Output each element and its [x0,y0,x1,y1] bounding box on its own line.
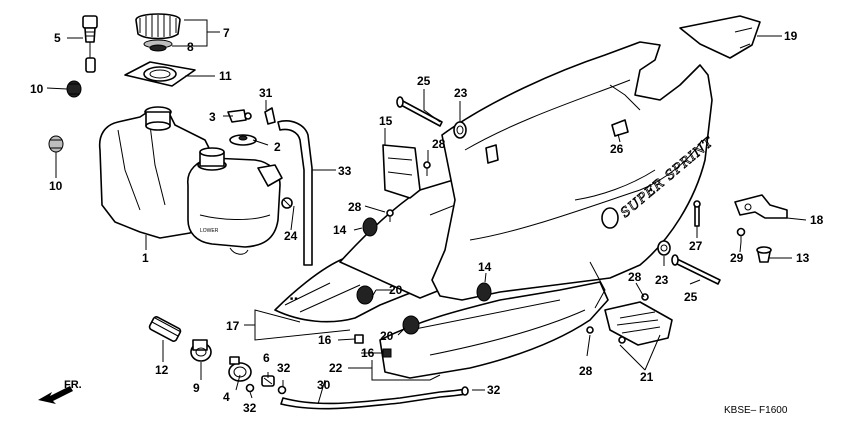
callout-16-left: 16 [318,333,332,347]
diagram-code: KBSE– F1600 [724,405,788,416]
front-direction-label: FR. [64,379,82,391]
callout-6: 6 [263,351,270,365]
screw-28b [386,209,394,222]
callout-22: 22 [329,361,343,375]
clip-16b [382,348,392,358]
oil-tank [98,106,216,239]
callout-28-right: 28 [628,270,642,284]
front-direction-indicator: FR. [38,379,82,404]
callout-19: 19 [784,29,798,43]
callout-28-lower: 28 [579,364,593,378]
callout-23-lower: 23 [655,273,669,287]
callout-2: 2 [274,140,281,154]
grommet-20a [356,285,374,305]
tank-strainer [124,61,196,87]
callout-3: 3 [209,110,216,124]
bolt-25-lower [671,254,721,285]
nut-13 [756,246,772,263]
clip-26 [611,119,629,137]
rear-piece-19 [679,15,761,59]
bolt-24 [281,197,293,209]
callout-25-lower: 25 [684,290,698,304]
washer-32b [277,385,287,395]
collar-23-lower [657,240,671,256]
callout-14-right: 14 [478,260,492,274]
callout-11: 11 [219,69,232,83]
callout-23-upper: 23 [454,86,468,100]
callout-4: 4 [223,390,230,404]
callout-24: 24 [284,229,298,243]
callout-17: 17 [226,319,240,333]
screw-28d [586,326,594,334]
callout-10-upper: 10 [30,82,44,96]
joint-9 [190,339,212,362]
vent-cover-21 [604,301,673,346]
reservoir-cap [229,134,257,146]
callout-33: 33 [338,164,352,178]
callout-21: 21 [640,370,654,384]
callout-18: 18 [810,213,824,227]
callout-20-lower: 20 [380,329,394,343]
svg-text:■ ■: ■ ■ [290,296,297,302]
callout-31: 31 [259,86,273,100]
callout-27: 27 [689,239,703,253]
callout-10-lower: 10 [49,179,63,193]
lower-side-cover [379,261,609,379]
callout-28-mid: 28 [348,200,362,214]
callout-numbers: 1 2 3 4 5 6 7 8 9 10 10 11 12 13 14 14 1… [30,26,824,415]
washer-32a [245,383,255,393]
grommet-14a [362,217,378,237]
breather-hose [277,120,313,266]
bracket-15 [382,144,421,199]
callout-9: 9 [193,381,200,395]
bolt-27 [693,200,701,227]
callout-29: 29 [730,251,744,265]
screw-29 [736,227,746,242]
bolt-25-upper [396,96,443,127]
callout-32-a: 32 [243,401,257,415]
clip-16a [354,334,364,344]
callout-1: 1 [142,251,149,265]
level-sensor [82,15,98,73]
callout-12: 12 [155,363,169,377]
callout-26: 26 [610,142,624,156]
bracket-18 [734,194,788,219]
callout-13: 13 [796,251,810,265]
grommet-upper [66,80,82,98]
collar-23-upper [453,121,467,139]
callout-14-left: 14 [333,223,347,237]
clip-31 [264,107,276,125]
callout-15: 15 [379,114,393,128]
callout-28-upper: 28 [432,137,446,151]
callout-32-b: 32 [277,361,291,375]
grommet-20b [402,315,420,335]
leader-lines [46,19,807,405]
grommet-14b [476,282,492,302]
filter-12 [148,316,182,342]
oil-hose [280,386,469,410]
callout-25-upper: 25 [417,74,431,88]
hose-clip [227,109,252,123]
callout-20-upper: 20 [389,283,403,297]
front-arrow-icon [38,386,73,404]
reservoir-tank: LOWER [187,147,283,255]
callout-7: 7 [223,26,230,40]
callout-8: 8 [187,40,194,54]
reservoir-level-mark: LOWER [200,228,219,234]
callout-32-c: 32 [487,383,501,397]
tank-cap [135,13,181,52]
callout-5: 5 [54,31,61,45]
callout-16-right: 16 [361,346,375,360]
grommet-lower [48,135,64,153]
screw-28a [423,161,431,176]
clamp-4 [228,356,252,382]
callout-30: 30 [317,378,331,392]
